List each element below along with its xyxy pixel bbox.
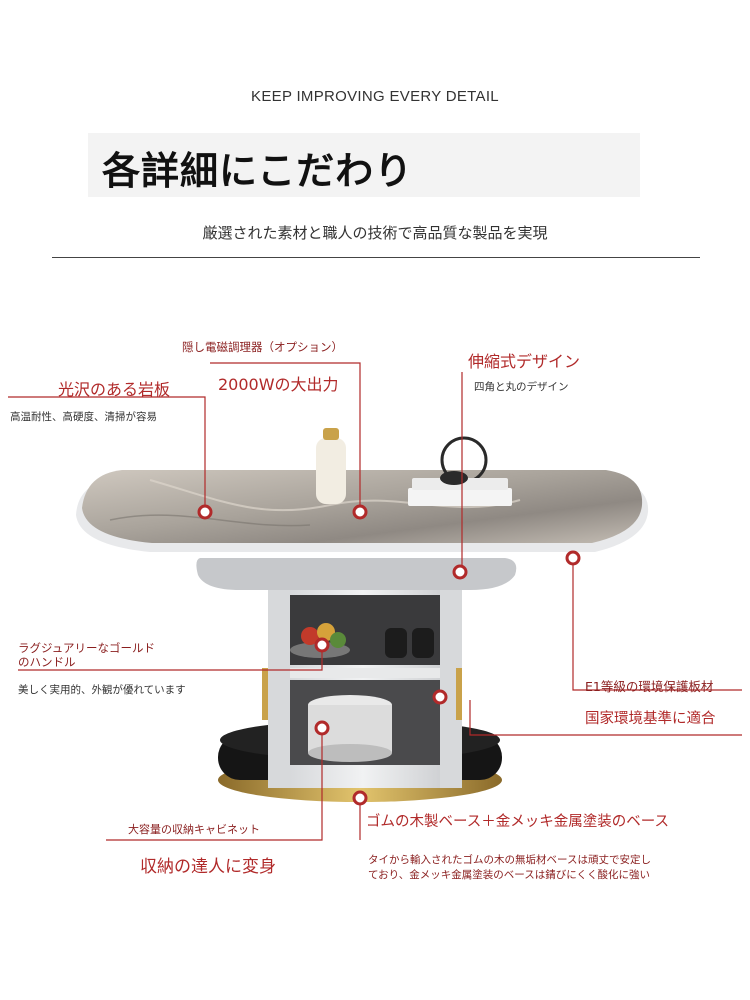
page-subtitle: 厳選された素材と職人の技術で高品質な製品を実現: [202, 224, 548, 242]
base-desc-line2: ており、金メッキ金属塗装のベースは錆びにくく酸化に強い: [368, 869, 651, 881]
eyebrow-text: KEEP IMPROVING EVERY DETAIL: [251, 88, 499, 105]
extend-title: 伸縮式デザイン: [468, 352, 581, 371]
page-title: 各詳細にこだわり: [102, 149, 414, 193]
induction-power: 2000Wの大出力: [218, 375, 339, 394]
divider: [52, 257, 700, 258]
base-desc-line1: タイから輸入されたゴムの木の無垢材ベースは頑丈で安定し: [368, 854, 651, 866]
induction-title: 隠し電磁調理器（オプション）: [182, 340, 343, 354]
title-band: [88, 133, 640, 197]
board-desc: 国家環境基準に適合: [585, 711, 716, 727]
handle-desc: 美しく実用的、外観が優れています: [18, 684, 186, 696]
base-title: ゴムの木製ベース＋金メッキ金属塗装のベース: [366, 814, 670, 830]
handle-title: ラグジュアリーなゴールド のハンドル: [18, 641, 155, 669]
cabinet-body: [262, 588, 462, 788]
storage-desc: 収納の達人に変身: [140, 857, 276, 877]
stone-title: 光沢のある岩板: [58, 380, 171, 399]
board-title: E1等級の環境保護板材: [585, 679, 714, 694]
extend-desc: 四角と丸のデザイン: [474, 381, 569, 393]
leader-lines: [8, 362, 742, 841]
handle-title-line2: のハンドル: [18, 655, 76, 669]
base-desc: タイから輸入されたゴムの木の無垢材ベースは頑丈で安定し ており、金メッキ金属塗装…: [368, 853, 651, 883]
storage-title: 大容量の収納キャビネット: [128, 823, 260, 836]
table-apron: [196, 558, 517, 590]
handle-title-line1: ラグジュアリーなゴールド: [18, 641, 155, 655]
stone-desc: 高温耐性、高硬度、清掃が容易: [10, 411, 157, 423]
table-decor: [316, 428, 512, 506]
marker-dots: [197, 504, 581, 806]
